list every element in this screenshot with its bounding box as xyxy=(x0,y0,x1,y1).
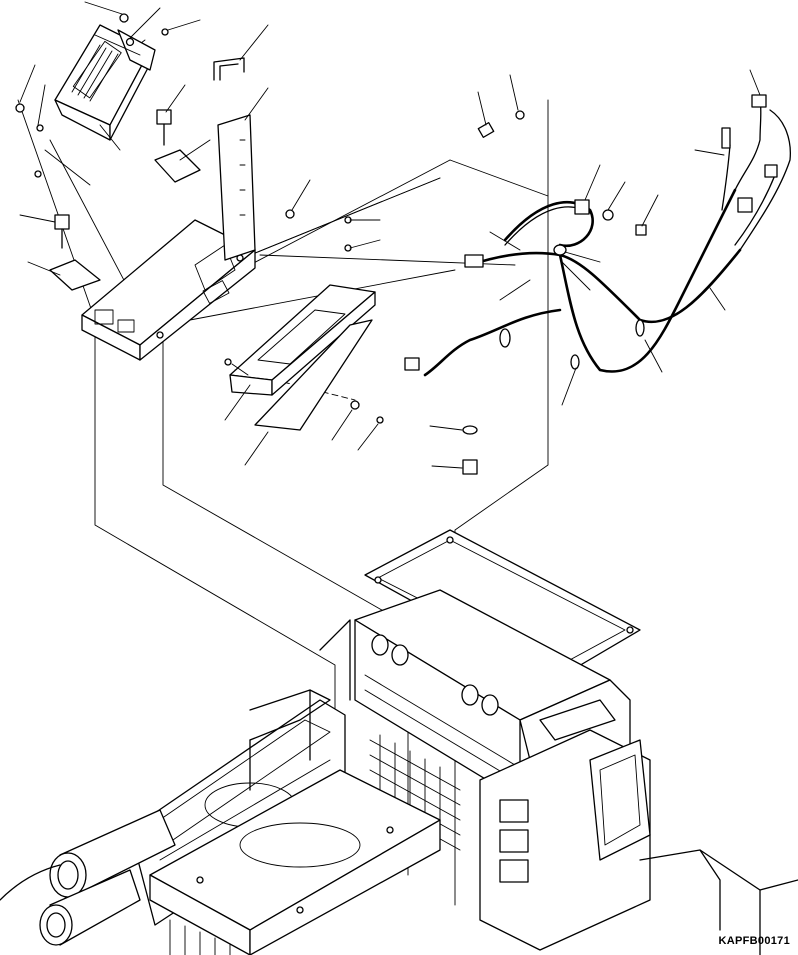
duct-tubes xyxy=(0,809,176,946)
floor-ribs xyxy=(169,919,231,955)
wiring-harness xyxy=(404,94,791,377)
leader-lines xyxy=(19,1,761,469)
top-handle-clip xyxy=(213,57,245,81)
hvac-blower-housing xyxy=(479,699,651,951)
figure-code-label: KAPFB00171 xyxy=(718,935,790,947)
console-bracket xyxy=(81,219,256,361)
radio-bracket-screws xyxy=(15,13,169,178)
vertical-plate xyxy=(217,114,256,261)
seat-mount-plate xyxy=(149,769,441,955)
harness-fasteners xyxy=(462,110,647,475)
console-cover xyxy=(229,216,384,431)
small-brackets xyxy=(49,149,201,291)
cab-left-wall xyxy=(249,619,351,791)
radio-unit xyxy=(54,24,156,141)
floor-right-edge xyxy=(639,849,798,955)
bolts-left xyxy=(54,109,295,366)
